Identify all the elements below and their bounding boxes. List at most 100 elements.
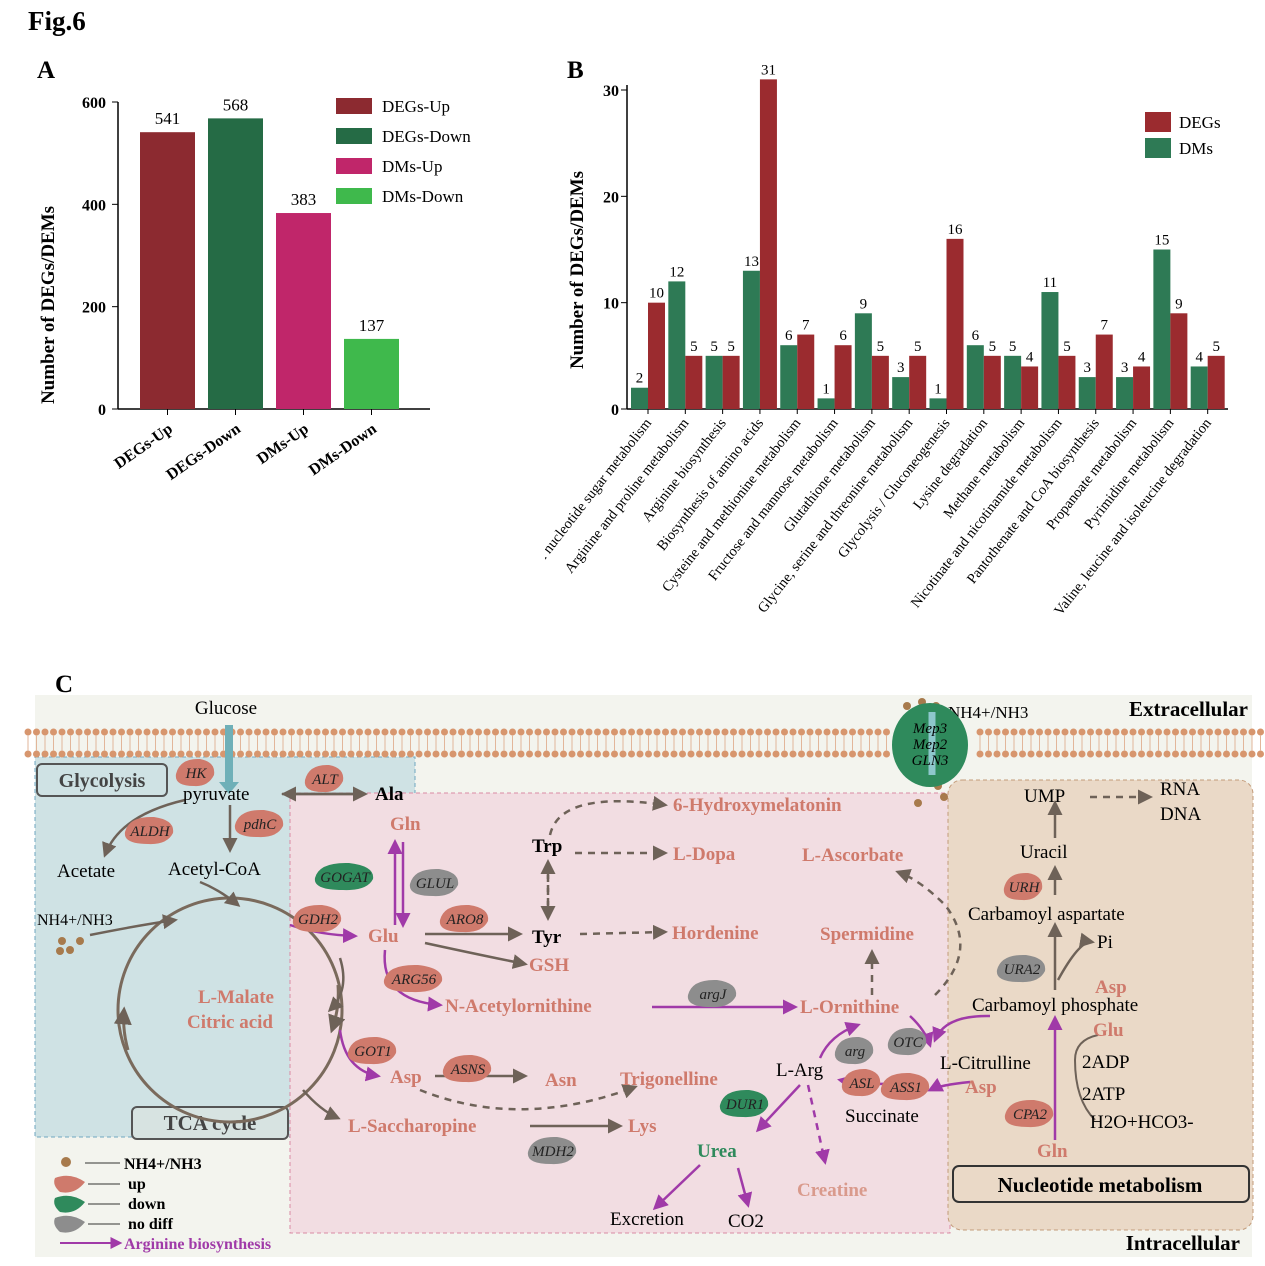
lipid-head xyxy=(755,728,763,736)
arrow-larg-creatine xyxy=(806,1084,830,1165)
lipid-head xyxy=(24,728,32,736)
lipid-head xyxy=(857,728,865,736)
lipid-head xyxy=(1223,750,1230,758)
data-label: 7 xyxy=(802,318,810,334)
nh4-top-label: NH4+/NH3 xyxy=(948,703,1028,722)
transporter-mep3: Mep3 xyxy=(912,721,947,737)
lipid-head xyxy=(602,728,610,736)
lipid-head xyxy=(1078,728,1086,736)
data-label: 5 xyxy=(914,339,922,355)
arrow-tca-saccharopine xyxy=(302,1089,341,1120)
metab-asn: Asn xyxy=(545,1070,577,1091)
lipid-head xyxy=(288,750,295,758)
lipid-head xyxy=(1095,728,1103,736)
bar xyxy=(1078,377,1096,409)
lipid-head xyxy=(840,728,848,736)
lipid-head xyxy=(126,750,134,758)
lipid-head xyxy=(594,728,601,736)
lipid-head xyxy=(1053,728,1060,736)
lipid-head xyxy=(662,728,669,736)
enzyme-ass1: ASS1 xyxy=(889,1080,922,1096)
metab-pi: Pi xyxy=(1097,932,1113,953)
arrow-larg-urea xyxy=(755,1084,801,1133)
lipid-head xyxy=(1104,728,1111,736)
lipid-head xyxy=(432,728,440,736)
bar xyxy=(892,377,910,409)
enzyme-got1: GOT1 xyxy=(354,1044,392,1060)
lipid-head xyxy=(832,728,839,736)
lipid-head xyxy=(985,728,992,736)
enzyme-got1-leaf xyxy=(347,1036,397,1065)
glucose-label: Glucose xyxy=(195,698,257,719)
metab-citrulline: L-Citrulline xyxy=(940,1053,1031,1074)
lipid-head xyxy=(1189,728,1196,736)
lipid-head xyxy=(313,750,321,758)
data-label: 5 xyxy=(877,339,885,355)
enzyme-asl-leaf xyxy=(841,1068,881,1097)
lipid-head xyxy=(381,750,389,758)
bar xyxy=(1190,366,1208,409)
lipid-head xyxy=(619,728,627,736)
lipid-head xyxy=(41,728,49,736)
enzyme-pdhc: pdhC xyxy=(243,817,278,833)
tca-box xyxy=(131,1106,289,1140)
lipid-head xyxy=(373,750,380,758)
lipid-head xyxy=(568,750,576,758)
enzyme-ass1-leaf xyxy=(880,1072,930,1101)
enzyme-gogat: GOGAT xyxy=(320,870,371,886)
lipid-head xyxy=(67,728,74,736)
lipid-head xyxy=(356,728,363,736)
lipid-head xyxy=(1248,750,1256,758)
lipid-head xyxy=(1197,728,1205,736)
lipid-head xyxy=(815,728,822,736)
lipid-head xyxy=(373,728,380,736)
metab-creatine: Creatine xyxy=(797,1180,867,1201)
lipid-head xyxy=(1180,728,1188,736)
lipid-head xyxy=(211,728,219,736)
lipid-head xyxy=(1010,728,1018,736)
enzyme-urh-leaf xyxy=(1003,872,1043,901)
bar xyxy=(1095,334,1113,409)
lipid-head xyxy=(874,728,882,736)
metab-gln2: Gln xyxy=(1037,1141,1068,1162)
lipid-head xyxy=(432,750,440,758)
lipid-head xyxy=(1155,728,1162,736)
legend-swatch xyxy=(1145,112,1171,132)
metab-malate: L-Malate xyxy=(198,987,274,1008)
lipid-head xyxy=(1078,750,1086,758)
legend-swatch xyxy=(336,98,372,114)
lipid-head xyxy=(339,750,346,758)
lipid-head xyxy=(721,728,729,736)
lipid-head xyxy=(1257,750,1264,758)
bar xyxy=(1041,292,1059,409)
bar xyxy=(344,338,399,409)
lipid-head xyxy=(262,728,270,736)
lipid-head xyxy=(1044,750,1052,758)
lipid-head xyxy=(271,728,278,736)
bar-chart-b: B Number of DEGs/DEMs 0102030Amino sugar… xyxy=(545,57,1228,638)
lipid-head xyxy=(390,750,397,758)
metab-pyruvate: pyruvate xyxy=(183,784,249,805)
lipid-head xyxy=(1112,728,1120,736)
lipid-head xyxy=(475,728,482,736)
bar xyxy=(1058,355,1076,409)
metab-asp2: Asp xyxy=(965,1077,997,1098)
lipid-head xyxy=(1002,728,1009,736)
lipid-head xyxy=(866,750,873,758)
data-label: 6 xyxy=(839,328,847,344)
enzyme-arg: arg xyxy=(845,1044,866,1060)
lipid-head xyxy=(407,728,414,736)
lipid-head xyxy=(1061,728,1069,736)
y-axis-label: Number of DEGs/DEMs xyxy=(567,171,588,369)
lipid-head xyxy=(254,750,261,758)
arrow-glu-gsh xyxy=(424,941,528,970)
lipid-head xyxy=(993,750,1001,758)
metab-urea: Urea xyxy=(697,1141,737,1162)
enzyme-aro8: ARO8 xyxy=(446,912,484,928)
lipid-head xyxy=(1036,750,1043,758)
data-label: 5 xyxy=(710,339,718,355)
lipid-head xyxy=(194,728,202,736)
lipid-head xyxy=(1019,728,1026,736)
enzyme-ura2: URA2 xyxy=(1004,962,1041,978)
legend-label: DMs xyxy=(1179,139,1213,158)
